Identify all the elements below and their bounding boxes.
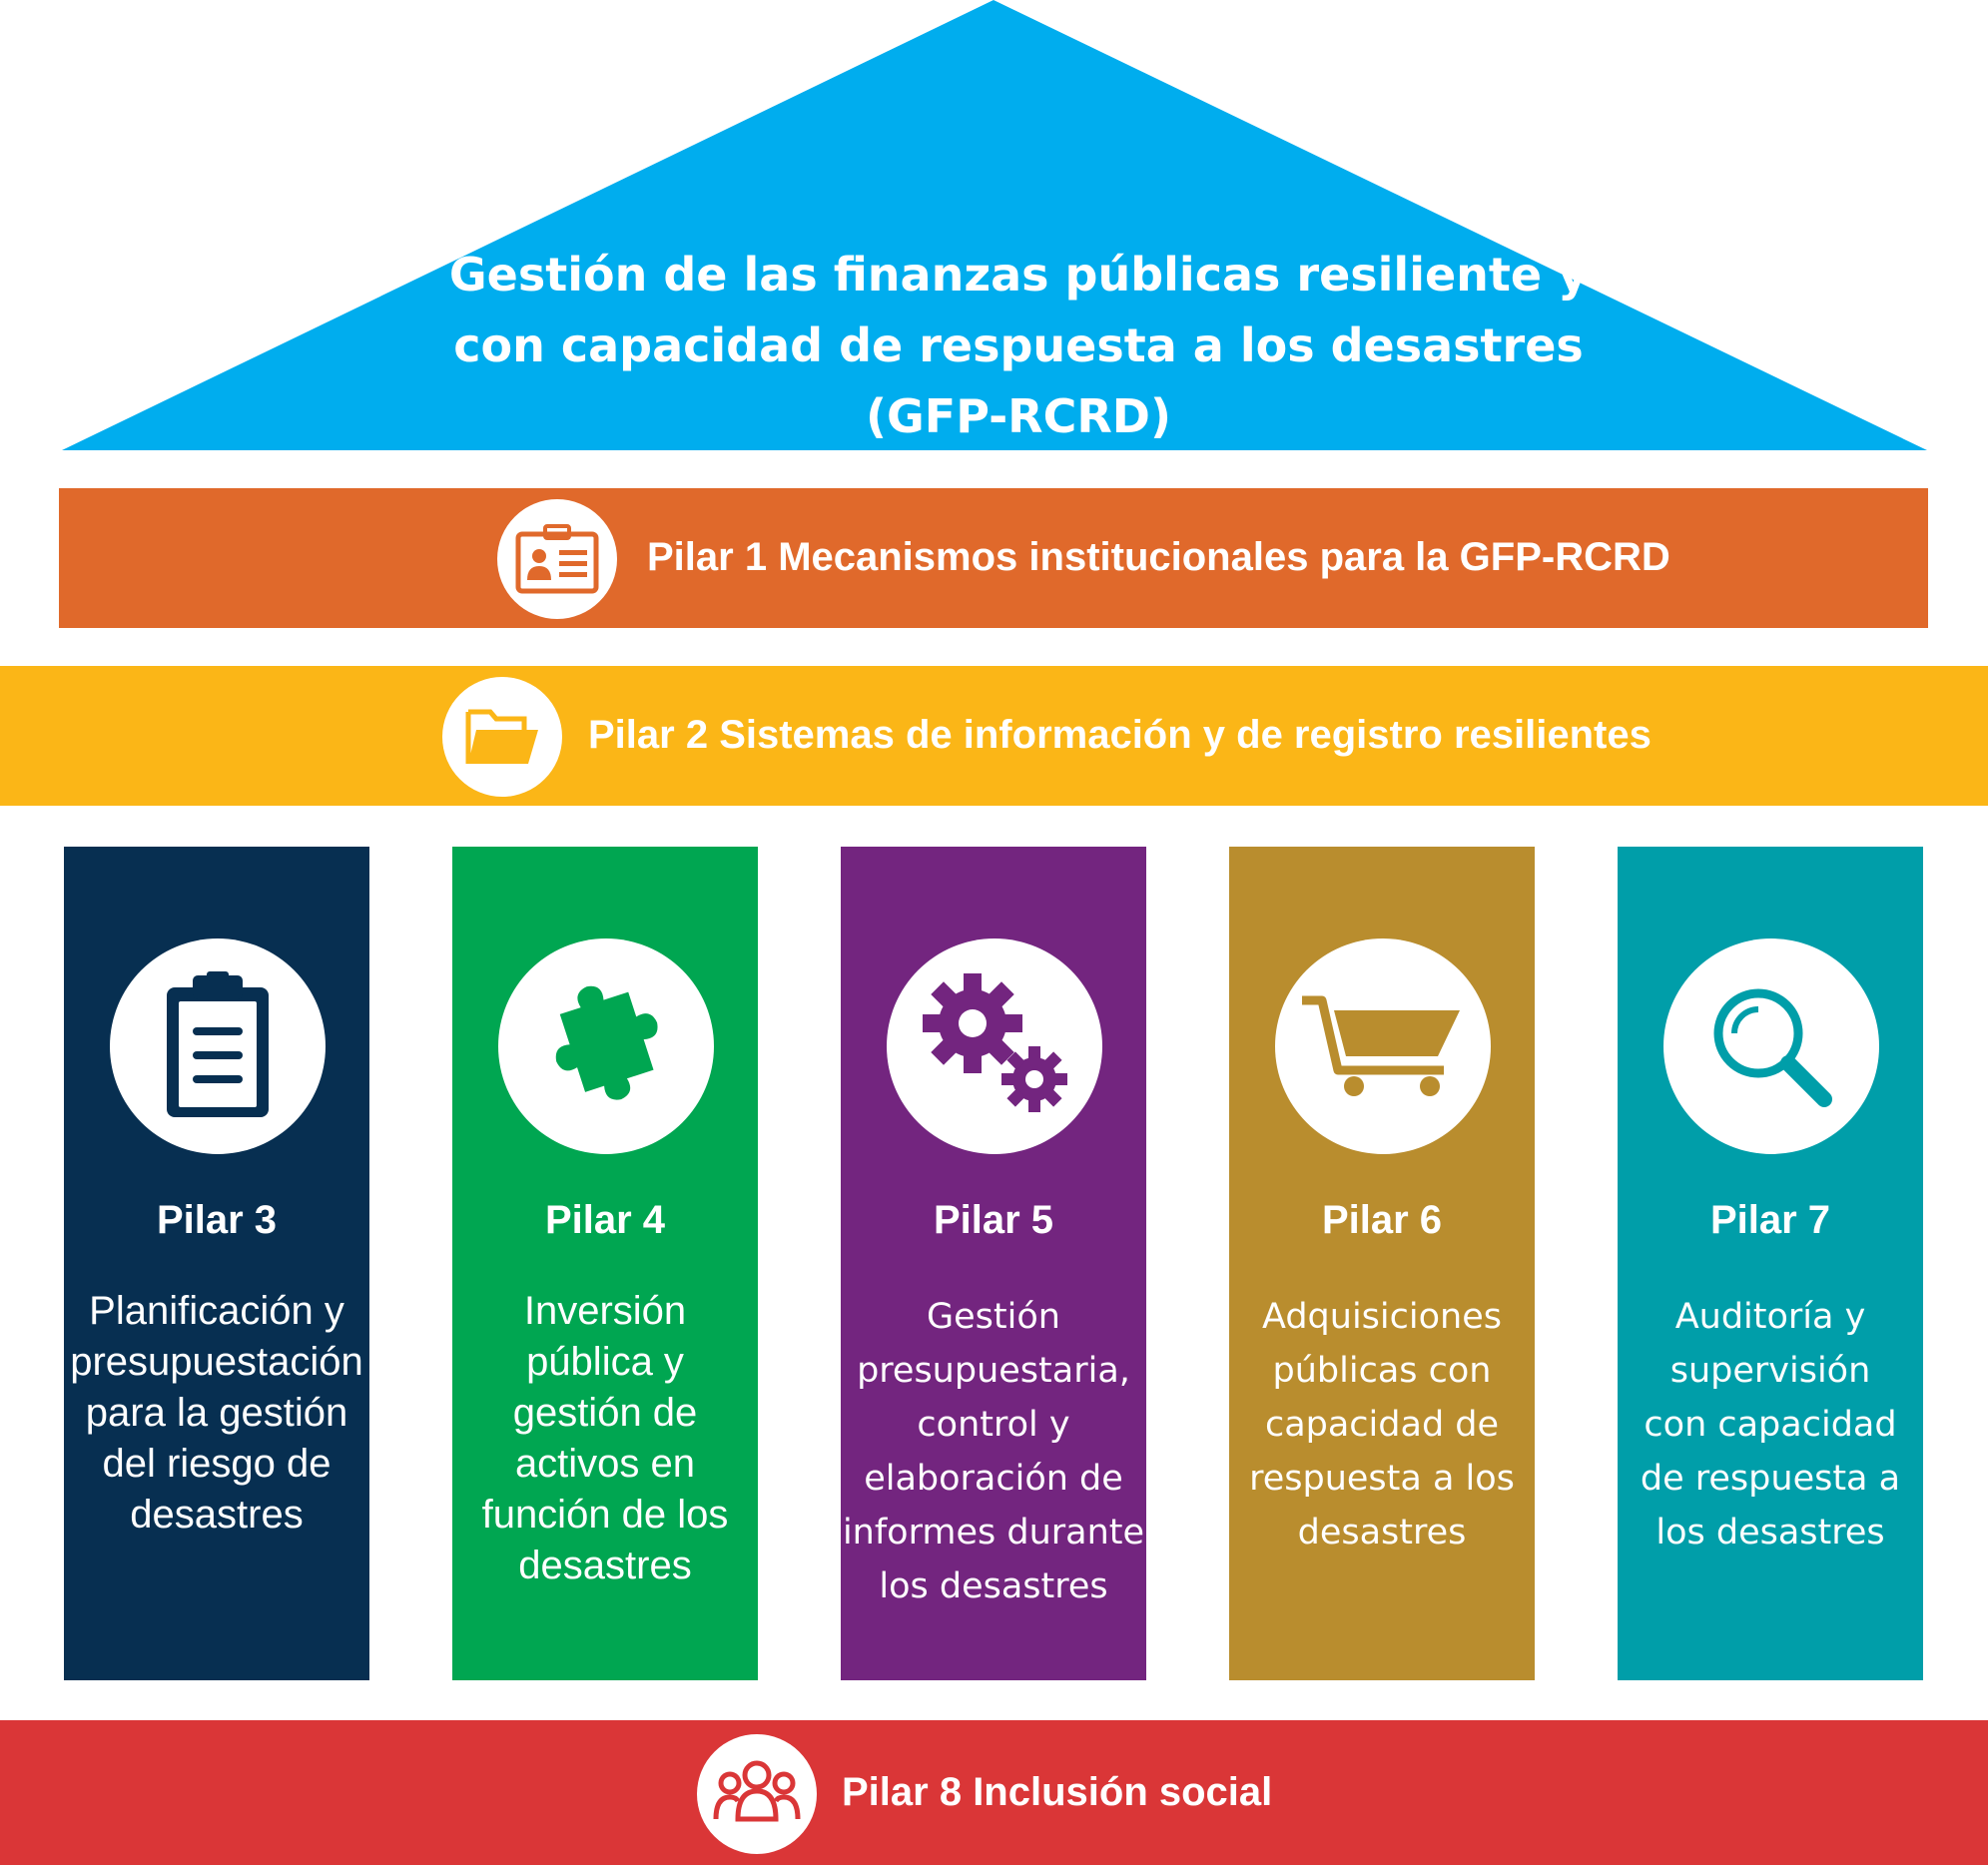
pillar7-desc-line: de respuesta a [1640,1459,1901,1499]
pillar7-description: Auditoría y supervisión con capacidad de… [1618,1290,1923,1559]
magnifier-icon [1713,988,1832,1107]
pillar1-label: Pilar 1 Mecanismos institucionales para … [647,535,1670,579]
folder-icon [465,709,538,764]
pillar5-title: Pilar 5 [933,1198,1054,1242]
pillar4-column: Pilar 4 Inversión pública y gestión de a… [452,847,758,1680]
pillar5-description: Gestión presupuestaria, control y elabor… [841,1290,1146,1613]
id-card-icon [515,524,599,594]
pillar8-icon-circle [697,1734,817,1854]
puzzle-piece-icon [555,985,658,1100]
pillar3-desc-line: para la gestión [85,1391,348,1435]
pillar4-desc-line: activos en [514,1442,696,1486]
roof-title-line: con capacidad de respuesta a los desastr… [453,318,1584,372]
pillar6-title: Pilar 6 [1321,1198,1443,1242]
pillar8-band: Pilar 8 Inclusión social [0,1720,1988,1865]
pillar6-desc-line: Adquisiciones [1262,1297,1502,1337]
gears-icon [923,973,1067,1112]
pillar4-desc-line: desastres [518,1544,692,1587]
pillar6-desc-line: capacidad de [1264,1405,1500,1445]
pillar3-title: Pilar 3 [156,1198,278,1242]
pillar5-desc-line: los desastres [879,1566,1108,1606]
pillar3-desc-line: del riesgo de [102,1442,331,1486]
pillar5-desc-line: Gestión [927,1297,1060,1337]
pillar4-desc-line: función de los [481,1493,729,1537]
roof [62,0,1927,450]
pillar4-title: Pilar 4 [544,1198,666,1242]
pillar4-desc-line: pública y [526,1340,684,1384]
pillar7-title: Pilar 7 [1709,1198,1831,1242]
clipboard-icon [167,971,269,1117]
pillar7-column: Pilar 7 Auditoría y supervisión con capa… [1618,847,1923,1680]
pillar5-desc-line: presupuestaria, [857,1351,1130,1391]
pillar6-desc-line: desastres [1297,1513,1467,1553]
pillar8-label: Pilar 8 Inclusión social [842,1770,1273,1814]
pillar3-icon-circle [110,938,326,1154]
pillar3-desc-line: Planificación y [89,1289,344,1333]
pillar4-desc-line: Inversión [523,1289,687,1333]
pillar5-column: Pilar 5 Gestión presupuestaria, control … [841,847,1146,1680]
roof-title: Gestión de las finanzas públicas resilie… [439,240,1598,452]
pillar7-desc-line: con capacidad [1644,1405,1897,1445]
pillar3-desc-line: presupuestación [70,1340,363,1384]
pillar7-desc-line: los desastres [1656,1513,1885,1553]
pillar5-desc-line: control y [917,1405,1070,1445]
pillar5-desc-line: informes durante [842,1513,1145,1553]
pillar7-desc-line: Auditoría y [1674,1297,1866,1337]
pillar5-desc-line: elaboración de [864,1459,1123,1499]
pillar6-column: Pilar 6 Adquisiciones públicas con capac… [1229,847,1535,1680]
pillar3-description: Planificación y presupuestación para la … [64,1286,369,1541]
pillar4-description: Inversión pública y gestión de activos e… [452,1286,758,1591]
pillar2-label: Pilar 2 Sistemas de información y de reg… [588,713,1652,757]
roof-title-line: Gestión de las finanzas públicas resilie… [448,248,1589,302]
pillar1-icon-circle [497,499,617,619]
pillar6-icon-circle [1275,938,1491,1154]
shopping-cart-icon [1302,995,1460,1096]
pillar6-description: Adquisiciones públicas con capacidad de … [1229,1290,1535,1559]
pillar6-desc-line: públicas con [1272,1351,1492,1391]
people-group-icon [713,1760,801,1822]
pillar2-band: Pilar 2 Sistemas de información y de reg… [0,666,1988,806]
pillar3-column: Pilar 3 Planificación y presupuestación … [64,847,369,1680]
roof-title-line: (GFP-RCRD) [865,389,1171,443]
pillar7-icon-circle [1663,938,1879,1154]
pillar4-icon-circle [498,938,714,1154]
pillar2-icon-circle [442,677,562,797]
pillar5-icon-circle [887,938,1102,1154]
pillar7-desc-line: supervisión [1669,1351,1871,1391]
pillar3-desc-line: desastres [130,1493,304,1537]
roof-triangle [62,0,1927,450]
pillar4-desc-line: gestión de [512,1391,698,1435]
pillar1-band: Pilar 1 Mecanismos institucionales para … [59,488,1928,628]
pillar6-desc-line: respuesta a los [1249,1459,1515,1499]
